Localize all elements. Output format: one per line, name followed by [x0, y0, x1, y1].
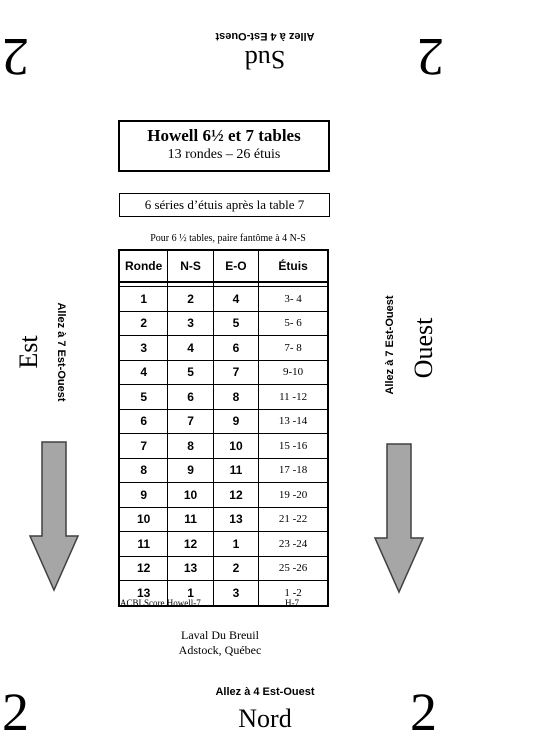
spacer-cell: [258, 281, 329, 287]
header-eo: E-O: [212, 249, 260, 283]
east-label: Est: [14, 335, 43, 369]
cell-etuis: 1 -2: [258, 580, 329, 606]
club-location: Adstock, Québec: [178, 643, 262, 657]
cell-eo: 13: [212, 506, 260, 532]
cell-ns: 4: [167, 335, 214, 361]
cell-etuis: 23 -24: [258, 531, 329, 557]
cell-ronde: 11: [118, 531, 169, 557]
cell-ns: 11: [167, 506, 214, 532]
cell-ronde: 10: [118, 506, 169, 532]
cell-eo: 12: [212, 482, 260, 508]
arrow-down-icon: [373, 443, 425, 594]
cell-ns: 12: [167, 531, 214, 557]
header-ns: N-S: [167, 249, 214, 283]
cell-etuis: 9-10: [258, 359, 329, 385]
cell-ns: 10: [167, 482, 214, 508]
cell-ronde: 6: [118, 408, 169, 434]
header-ronde: Ronde: [118, 249, 169, 283]
north-block: Allez à 4 Est-Ouest Nord: [100, 686, 430, 732]
cell-ns: 5: [167, 359, 214, 385]
cell-etuis: 11 -12: [258, 384, 329, 410]
cell-eo: 7: [212, 359, 260, 385]
corner-number-bottom-right: 2: [410, 682, 437, 742]
cell-eo: 2: [212, 555, 260, 581]
south-block: Sud Allez à 4 Est-Ouest: [100, 30, 430, 74]
spacer-cell: [212, 281, 260, 287]
cell-ronde: 13: [118, 580, 169, 606]
corner-number-top-left: 2: [2, 27, 29, 87]
south-label: Sud: [244, 45, 286, 74]
cell-ns: 2: [167, 286, 214, 312]
cell-eo: 8: [212, 384, 260, 410]
east-instruction: Allez à 7 Est-Ouest: [55, 302, 67, 402]
title-box: Howell 6½ et 7 tables 13 rondes – 26 étu…: [118, 120, 330, 172]
cell-eo: 5: [212, 310, 260, 336]
cell-ronde: 2: [118, 310, 169, 336]
corner-number-bottom-left: 2: [2, 682, 29, 742]
footer-left: ACBLScore Howell-7: [120, 598, 201, 608]
west-instruction: Allez à 7 Est-Ouest: [384, 295, 396, 395]
cell-ns: 8: [167, 433, 214, 459]
west-label: Ouest: [409, 317, 438, 379]
club-name: Laval Du Breuil: [181, 628, 259, 642]
cell-etuis: 7- 8: [258, 335, 329, 361]
cell-ns: 9: [167, 457, 214, 483]
cell-etuis: 19 -20: [258, 482, 329, 508]
north-instruction: Allez à 4 Est-Ouest: [215, 686, 315, 698]
cell-etuis: 3- 4: [258, 286, 329, 312]
cell-eo: 6: [212, 335, 260, 361]
cell-eo: 9: [212, 408, 260, 434]
title-sub: 13 rondes – 26 étuis: [167, 147, 281, 162]
cell-eo: 1: [212, 531, 260, 557]
cell-eo: 3: [212, 580, 260, 606]
cell-etuis: 5- 6: [258, 310, 329, 336]
table-spacer: [118, 281, 329, 287]
cell-ns: 6: [167, 384, 214, 410]
club-info: Laval Du Breuil Adstock, Québec: [140, 628, 300, 658]
cell-ronde: 5: [118, 384, 169, 410]
cell-ns: 3: [167, 310, 214, 336]
cell-etuis: 13 -14: [258, 408, 329, 434]
cell-etuis: 21 -22: [258, 506, 329, 532]
cell-ns: 13: [167, 555, 214, 581]
south-instruction: Allez à 4 Est-Ouest: [215, 30, 315, 42]
phantom-note: Pour 6 ½ tables, paire fantôme à 4 N-S: [150, 233, 306, 244]
title-main: Howell 6½ et 7 tables: [147, 126, 301, 145]
header-etuis: Étuis: [258, 249, 329, 283]
north-label: Nord: [238, 704, 292, 733]
cell-ronde: 4: [118, 359, 169, 385]
cell-ronde: 12: [118, 555, 169, 581]
cell-ns: 7: [167, 408, 214, 434]
cell-etuis: 25 -26: [258, 555, 329, 581]
cell-etuis: 15 -16: [258, 433, 329, 459]
cell-ronde: 1: [118, 286, 169, 312]
cell-ronde: 3: [118, 335, 169, 361]
arrow-down-icon: [28, 441, 80, 592]
cell-ronde: 9: [118, 482, 169, 508]
cell-eo: 4: [212, 286, 260, 312]
cell-eo: 11: [212, 457, 260, 483]
footer-right: H-7: [285, 598, 299, 608]
cell-ronde: 8: [118, 457, 169, 483]
table-header-row: Ronde N-S E-O Étuis: [118, 249, 329, 283]
cell-eo: 10: [212, 433, 260, 459]
series-note: 6 séries d’étuis après la table 7: [119, 193, 330, 217]
cell-ronde: 7: [118, 433, 169, 459]
cell-etuis: 17 -18: [258, 457, 329, 483]
